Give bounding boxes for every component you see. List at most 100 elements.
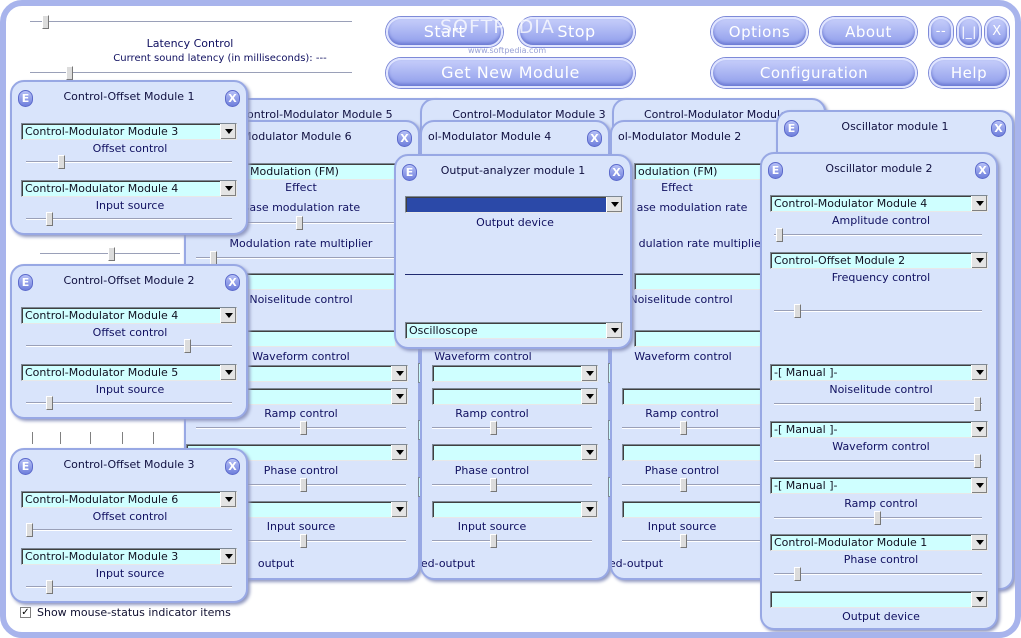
- close-module-icon[interactable]: X: [975, 162, 990, 179]
- input-source-select[interactable]: Control-Modulator Module 3: [21, 548, 237, 565]
- ramp-slider[interactable]: [432, 421, 592, 435]
- control-offset-module-1[interactable]: E Control-Offset Module 1 X Control-Modu…: [10, 80, 248, 235]
- minimize-button[interactable]: --: [929, 17, 953, 47]
- module-title: ol-Modulator Module 2: [618, 130, 742, 143]
- get-new-module-button[interactable]: Get New Module: [386, 58, 635, 88]
- close-module-icon[interactable]: X: [397, 130, 412, 147]
- output-device-label: Output device: [842, 610, 920, 623]
- input-slider[interactable]: [26, 580, 232, 594]
- help-button[interactable]: Help: [929, 58, 1009, 88]
- rate-multiplier-slider[interactable]: [196, 251, 406, 265]
- input-slider[interactable]: [196, 534, 406, 548]
- input-slider[interactable]: [622, 534, 772, 548]
- display-mode-select[interactable]: Oscilloscope: [405, 322, 623, 339]
- misc-slider[interactable]: [40, 247, 180, 261]
- ramp-source-select[interactable]: [432, 388, 598, 405]
- options-button[interactable]: Options: [711, 17, 808, 47]
- input-source-select[interactable]: Control-Modulator Module 4: [21, 180, 237, 197]
- phase-source-select[interactable]: [432, 444, 598, 461]
- close-module-icon[interactable]: X: [225, 458, 240, 475]
- edit-module-icon[interactable]: E: [784, 120, 799, 137]
- noiselitude-label: Noiselitude control: [629, 293, 733, 306]
- close-module-icon[interactable]: X: [225, 274, 240, 291]
- module-title: Output-analyzer module 1: [440, 164, 586, 177]
- phase-slider[interactable]: [774, 567, 982, 581]
- output-device-select[interactable]: [405, 196, 623, 213]
- offset-slider[interactable]: [26, 155, 232, 169]
- noiselitude-select[interactable]: [246, 273, 396, 290]
- waveform-slider[interactable]: [774, 454, 982, 468]
- input-source-select[interactable]: Control-Modulator Module 5: [21, 364, 237, 381]
- close-module-icon[interactable]: X: [991, 120, 1006, 137]
- control-modulator-module-2[interactable]: ol-Modulator Module 2 odulation (FM) Eff…: [610, 120, 790, 580]
- oscillator-module-2[interactable]: E Oscillator module 2 X Control-Modulato…: [760, 152, 998, 630]
- tick-mark: [90, 432, 91, 444]
- modulation-type-select[interactable]: odulation (FM): [634, 163, 784, 180]
- waveform-source-select[interactable]: [432, 365, 598, 382]
- base-rate-label: ase modulation rate: [636, 201, 748, 214]
- offset-slider[interactable]: [26, 523, 232, 537]
- input-slider[interactable]: [432, 534, 592, 548]
- start-button[interactable]: Start: [386, 17, 503, 47]
- noiselitude-source-select[interactable]: -[ Manual ]-: [770, 364, 988, 381]
- edit-module-icon[interactable]: E: [18, 90, 33, 107]
- input-source-label: Input source: [95, 199, 165, 212]
- offset-control-select[interactable]: Control-Modulator Module 3: [21, 123, 237, 140]
- control-offset-module-3[interactable]: E Control-Offset Module 3 X Control-Modu…: [10, 448, 248, 603]
- modulation-type-select[interactable]: Modulation (FM): [246, 163, 396, 180]
- amplitude-slider[interactable]: [774, 228, 982, 242]
- ramp-slider[interactable]: [622, 421, 772, 435]
- frequency-source-select[interactable]: Control-Offset Module 2: [770, 252, 988, 269]
- edit-module-icon[interactable]: E: [402, 164, 417, 181]
- frequency-slider[interactable]: [774, 304, 982, 318]
- close-module-icon[interactable]: X: [609, 164, 624, 181]
- output-analyzer-module-1[interactable]: E Output-analyzer module 1 X Output devi…: [394, 154, 632, 349]
- output-device-select[interactable]: [770, 591, 988, 608]
- waveform-source-select[interactable]: [622, 388, 782, 405]
- close-button[interactable]: X: [985, 17, 1009, 47]
- edit-module-icon[interactable]: E: [18, 274, 33, 291]
- show-mouse-status-checkbox[interactable]: ✓: [20, 607, 31, 618]
- noiselitude-slider[interactable]: [774, 397, 982, 411]
- phase-slider[interactable]: [196, 478, 406, 492]
- latency-slider[interactable]: [30, 66, 352, 80]
- control-offset-module-2[interactable]: E Control-Offset Module 2 X Control-Modu…: [10, 264, 248, 419]
- waveform-label: Waveform control: [832, 440, 930, 453]
- edit-module-icon[interactable]: E: [18, 458, 33, 475]
- phase-slider[interactable]: [622, 478, 772, 492]
- input-slider[interactable]: [26, 212, 232, 226]
- offset-control-select[interactable]: Control-Modulator Module 4: [21, 307, 237, 324]
- ramp-source-select[interactable]: -[ Manual ]-: [770, 477, 988, 494]
- offset-control-select[interactable]: Control-Modulator Module 6: [21, 491, 237, 508]
- ramp-label: Ramp control: [264, 407, 338, 420]
- top-left-slider[interactable]: [30, 15, 352, 29]
- about-button[interactable]: About: [820, 17, 917, 47]
- edit-module-icon[interactable]: E: [768, 162, 783, 179]
- configuration-button[interactable]: Configuration: [711, 58, 917, 88]
- noiselitude-label: Noiselitude control: [249, 293, 353, 306]
- input-source-select[interactable]: [432, 501, 598, 518]
- waveform-source-select[interactable]: -[ Manual ]-: [770, 421, 988, 438]
- stop-button[interactable]: Stop: [518, 17, 635, 47]
- close-module-icon[interactable]: X: [225, 90, 240, 107]
- maximize-button[interactable]: |_|: [957, 17, 981, 47]
- amplitude-source-select[interactable]: Control-Modulator Module 4: [770, 195, 988, 212]
- input-slider[interactable]: [26, 396, 232, 410]
- close-module-icon[interactable]: X: [587, 130, 602, 147]
- module-title: Control-Modulator Module 1: [644, 108, 798, 121]
- base-rate-slider[interactable]: [196, 216, 406, 230]
- ramp-slider[interactable]: [774, 511, 982, 525]
- phase-source-select[interactable]: Control-Modulator Module 1: [770, 534, 988, 551]
- offset-slider[interactable]: [26, 339, 232, 353]
- module-title: Control-Modulator Module 5: [239, 108, 393, 121]
- ramp-slider[interactable]: [196, 421, 406, 435]
- frequency-label: Frequency control: [831, 271, 931, 284]
- waveform-select[interactable]: [246, 330, 396, 347]
- offset-control-label: Offset control: [92, 142, 168, 155]
- input-source-select[interactable]: [622, 501, 782, 518]
- phase-source-select[interactable]: [622, 444, 782, 461]
- output-label: output: [257, 557, 295, 570]
- softpedia-watermark: SOFTPEDIA: [440, 16, 555, 38]
- phase-slider[interactable]: [432, 478, 592, 492]
- module-title: Control-Modulator Module 3: [452, 108, 606, 121]
